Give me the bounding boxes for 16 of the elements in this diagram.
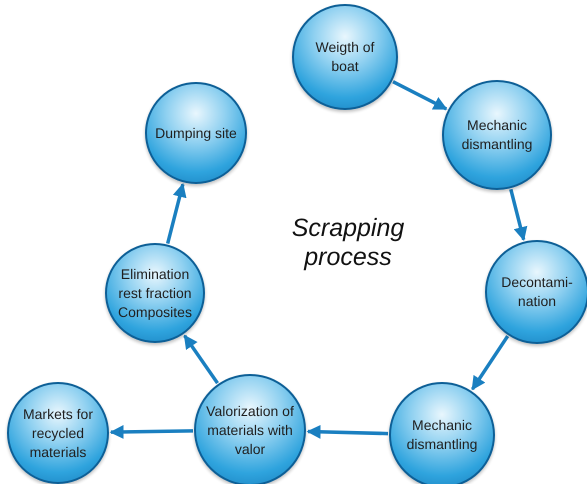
node-label: Mechanic dismantling [406, 416, 478, 454]
node-label: Mechanic dismantling [460, 116, 534, 154]
arrow [392, 80, 448, 111]
diagram-title: Scrapping process [290, 214, 406, 272]
arrow [306, 424, 388, 439]
node-label: Elimination rest fraction Composites [117, 264, 193, 322]
node-label: Decontami- nation [500, 273, 574, 311]
node-label: Dumping site [155, 124, 237, 142]
arrow [183, 334, 219, 384]
arrow [470, 335, 510, 390]
arrow [166, 182, 186, 244]
arrow [110, 424, 194, 439]
node-label: Markets for recycled materials [22, 404, 94, 462]
arrow [509, 188, 528, 242]
node-label: Valorization of materials with valor [205, 402, 295, 458]
node-label: Weigth of boat [314, 38, 376, 76]
